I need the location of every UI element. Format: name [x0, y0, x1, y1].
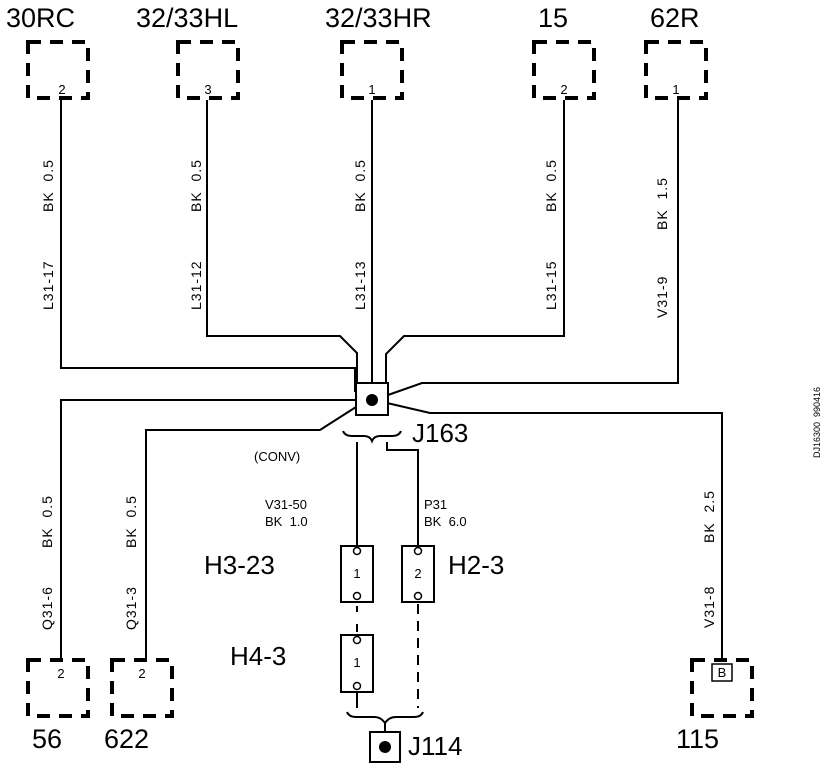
connector-30rc: 30RC 2: [6, 3, 90, 100]
wire-v31-8-spec: BK 2.5: [701, 490, 717, 543]
splice-dot: [366, 394, 378, 406]
connector-h2-3: 2 H2-3: [401, 545, 504, 603]
wire-v31-8-circuit: V31-8: [701, 586, 717, 628]
connector-622: 2 622: [104, 658, 174, 754]
ground-dot: [379, 741, 391, 753]
wire-l31-13-circuit: L31-13: [352, 260, 368, 310]
wire-l31-15-circuit: L31-15: [543, 260, 559, 310]
terminal-icon: [413, 546, 423, 556]
wire-q31-6: [60, 399, 356, 658]
connector-32-33hr-label: 32/33HR: [325, 3, 432, 33]
terminal-icon: [352, 681, 362, 691]
connector-30rc-box: [26, 40, 90, 100]
connector-h4-3-pin: 1: [353, 655, 360, 670]
connector-56-box: [26, 658, 90, 718]
connector-115-pin: B: [718, 665, 727, 680]
wire-l31-15: [385, 100, 565, 383]
connector-622-box: [110, 658, 174, 718]
wire-p31-spec: BK 6.0: [424, 514, 467, 529]
splice-brace: [342, 430, 402, 444]
terminal-icon: [413, 591, 423, 601]
connector-115-label: 115: [676, 724, 719, 754]
wire-q31-6-circuit: Q31-6: [39, 586, 55, 630]
connector-32-33hl-pin: 3: [204, 82, 211, 97]
connector-62r-box: [644, 40, 708, 100]
connector-15-box: [532, 40, 596, 100]
connector-32-33hl-box: [176, 40, 240, 100]
wire-l31-17: [60, 100, 356, 392]
wire-v31-9-circuit: V31-9: [654, 276, 670, 318]
ground-j114: J114: [369, 731, 462, 763]
connector-62r-pin: 1: [672, 82, 679, 97]
figure-id: DJ16300 990416: [812, 387, 822, 458]
connector-15: 15 2: [532, 3, 596, 100]
terminal-icon: [352, 591, 362, 601]
wire-v31-9: [387, 100, 679, 396]
splice-j163-label: J163: [412, 418, 468, 448]
connector-h3-23: 1 H3-23: [204, 545, 374, 603]
connector-30rc-label: 30RC: [6, 3, 75, 33]
wire-q31-6-spec: BK 0.5: [39, 495, 55, 548]
connector-62r-label: 62R: [650, 3, 700, 33]
connector-h4-3-label: H4-3: [230, 641, 286, 671]
wire-v31-50-spec: BK 1.0: [265, 514, 308, 529]
connector-32-33hr-pin: 1: [368, 82, 375, 97]
wire-l31-12-spec: BK 0.5: [188, 159, 204, 212]
wire-l31-17-circuit: L31-17: [40, 260, 56, 310]
connector-115-box: [690, 658, 754, 718]
wire-l31-12: [206, 100, 358, 383]
connector-32-33hl-label: 32/33HL: [136, 3, 238, 33]
splice-j163: J163 (CONV): [254, 382, 468, 464]
ground-j114-label: J114: [408, 731, 462, 761]
wire-p31-circuit: P31: [424, 497, 447, 512]
ground-brace: [346, 711, 424, 725]
connector-h4-3: 1 H4-3: [230, 634, 374, 693]
connector-h3-23-body: [340, 545, 374, 603]
connector-32-33hl: 32/33HL 3: [136, 3, 240, 100]
connector-62r: 62R 1: [644, 3, 708, 100]
wire-q31-3-spec: BK 0.5: [123, 495, 139, 548]
wire-v31-9-spec: BK 1.5: [654, 177, 670, 230]
wire-l31-17-spec: BK 0.5: [40, 159, 56, 212]
connector-115-pin-box: [711, 663, 733, 682]
wire-l31-12-circuit: L31-12: [188, 260, 204, 310]
connector-15-label: 15: [538, 3, 568, 33]
connector-115: B 115: [676, 658, 754, 754]
connector-622-label: 622: [104, 724, 149, 754]
connector-32-33hr: 32/33HR 1: [325, 3, 432, 100]
wire-q31-3: [145, 406, 357, 658]
wire-p31: [386, 442, 419, 546]
wire-l31-13-spec: BK 0.5: [352, 159, 368, 212]
connector-30rc-pin: 2: [58, 82, 65, 97]
connector-32-33hr-box: [340, 40, 404, 100]
wire-v31-50-circuit: V31-50: [265, 497, 307, 512]
terminal-icon: [352, 546, 362, 556]
terminal-icon: [352, 635, 362, 645]
wire-l31-15-spec: BK 0.5: [543, 159, 559, 212]
connector-h2-3-pin: 2: [414, 566, 421, 581]
connector-56: 2 56: [26, 658, 90, 754]
conv-label: (CONV): [254, 449, 300, 464]
connector-622-pin: 2: [138, 666, 145, 681]
connector-h3-23-pin: 1: [353, 566, 360, 581]
connector-15-pin: 2: [560, 82, 567, 97]
connector-h3-23-label: H3-23: [204, 550, 275, 580]
connector-56-label: 56: [32, 724, 62, 754]
connector-h2-3-label: H2-3: [448, 550, 504, 580]
wire-v31-8: [386, 402, 723, 658]
connector-56-pin: 2: [57, 666, 64, 681]
wire-q31-3-circuit: Q31-3: [123, 586, 139, 630]
